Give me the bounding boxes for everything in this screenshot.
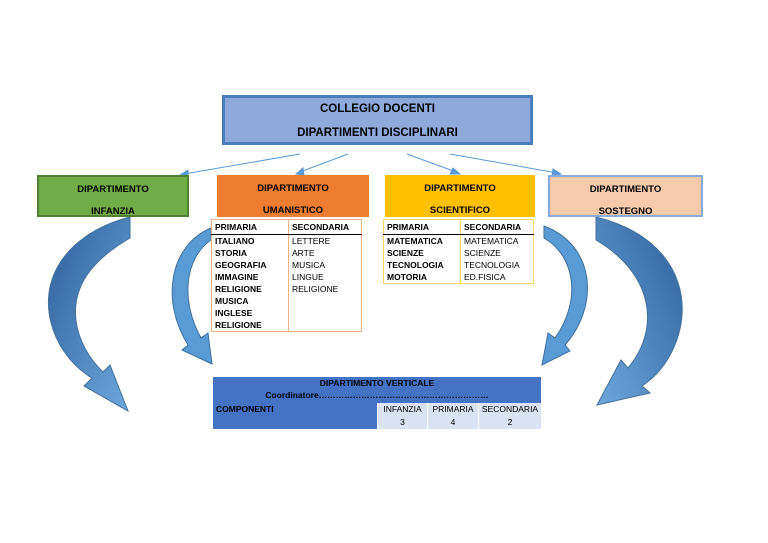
- title-to-dept-lines: [178, 153, 563, 178]
- cell-secondaria: MATEMATICA: [464, 236, 519, 246]
- curved-arrow-umanistico: [171, 227, 213, 365]
- title-line-1: COLLEGIO DOCENTI: [320, 103, 435, 115]
- col-infanzia: INFANZIA: [378, 403, 428, 416]
- curved-arrow-infanzia: [47, 216, 131, 413]
- dept-scientifico-line2: SCIENTIFICO: [429, 205, 491, 216]
- verticale-header-row: COMPONENTI INFANZIA PRIMARIA SECONDARIA: [213, 403, 541, 416]
- cell-primaria: SCIENZE: [383, 247, 461, 259]
- cell-secondaria: TECNOLOGIA: [464, 260, 520, 270]
- table-row: MUSICA: [211, 295, 362, 307]
- cell-secondaria: [289, 319, 362, 332]
- header-secondaria: SECONDARIA: [288, 219, 362, 235]
- cell-secondaria: [289, 307, 362, 319]
- cell-secondaria: RELIGIONE: [292, 284, 339, 294]
- header-primaria: PRIMARIA: [211, 219, 289, 235]
- title-line-2: DIPARTIMENTI DISCIPLINARI: [297, 127, 458, 139]
- cell-primaria: ITALIANO: [211, 234, 289, 247]
- cell-primaria: MATEMATICA: [383, 234, 461, 247]
- table-row: RELIGIONE: [211, 319, 362, 332]
- value-secondaria: 2: [479, 416, 541, 429]
- cell-primaria: INGLESE: [211, 307, 289, 319]
- dept-sostegno-line1: DIPARTIMENTO: [589, 184, 662, 195]
- cell-primaria: RELIGIONE: [211, 283, 289, 295]
- dept-umanistico-box: DIPARTIMENTO UMANISTICO: [217, 175, 369, 217]
- value-infanzia: 3: [378, 416, 428, 429]
- dept-infanzia-line2: INFANZIA: [91, 206, 135, 217]
- table-header-row: PRIMARIA SECONDARIA: [211, 219, 362, 235]
- dept-infanzia-line1: DIPARTIMENTO: [77, 184, 149, 195]
- collegio-docenti-box: COLLEGIO DOCENTI DIPARTIMENTI DISCIPLINA…: [222, 95, 533, 145]
- col-primaria: PRIMARIA: [428, 403, 479, 416]
- value-primaria: 4: [428, 416, 479, 429]
- cell-secondaria: LINGUE: [292, 272, 324, 282]
- dept-infanzia-box: DIPARTIMENTO INFANZIA: [37, 175, 189, 217]
- cell-secondaria: LETTERE: [292, 236, 331, 246]
- header-primaria: PRIMARIA: [383, 219, 461, 235]
- cell-secondaria: SCIENZE: [464, 248, 501, 258]
- cell-secondaria: [289, 295, 362, 307]
- curved-arrow-sostegno: [595, 216, 683, 406]
- dept-scientifico-line1: DIPARTIMENTO: [424, 183, 496, 194]
- componenti-empty-cell: [213, 416, 378, 429]
- dept-sostegno-line2: SOSTEGNO: [598, 206, 653, 217]
- cell-primaria: TECNOLOGIA: [383, 259, 461, 271]
- verticale-values-row: 3 4 2: [213, 416, 541, 429]
- componenti-label: COMPONENTI: [213, 403, 378, 416]
- curved-arrow-scientifico: [541, 225, 588, 366]
- cell-primaria: MUSICA: [211, 295, 289, 307]
- table-header-row: PRIMARIA SECONDARIA: [383, 219, 534, 235]
- cell-primaria: MOTORIA: [383, 271, 461, 284]
- cell-primaria: STORIA: [211, 247, 289, 259]
- cell-secondaria: ARTE: [292, 248, 315, 258]
- verticale-title: DIPARTIMENTO VERTICALE: [213, 377, 541, 389]
- cell-primaria: GEOGRAFIA: [211, 259, 289, 271]
- col-secondaria: SECONDARIA: [479, 403, 541, 416]
- dept-umanistico-line2: UMANISTICO: [262, 205, 324, 216]
- cell-primaria: IMMAGINE: [211, 271, 289, 283]
- dept-scientifico-box: DIPARTIMENTO SCIENTIFICO: [385, 175, 535, 217]
- header-secondaria: SECONDARIA: [460, 219, 534, 235]
- verticale-coordinatore: Coordinatore……………………………………………………: [213, 389, 541, 403]
- cell-secondaria: ED.FISICA: [464, 272, 506, 282]
- dept-umanistico-line1: DIPARTIMENTO: [257, 183, 329, 194]
- dipartimento-verticale-table: DIPARTIMENTO VERTICALE Coordinatore………………: [213, 377, 541, 429]
- table-row: INGLESE: [211, 307, 362, 319]
- dept-sostegno-box: DIPARTIMENTO SOSTEGNO: [548, 175, 703, 217]
- cell-primaria: RELIGIONE: [211, 319, 289, 332]
- cell-secondaria: MUSICA: [292, 260, 326, 270]
